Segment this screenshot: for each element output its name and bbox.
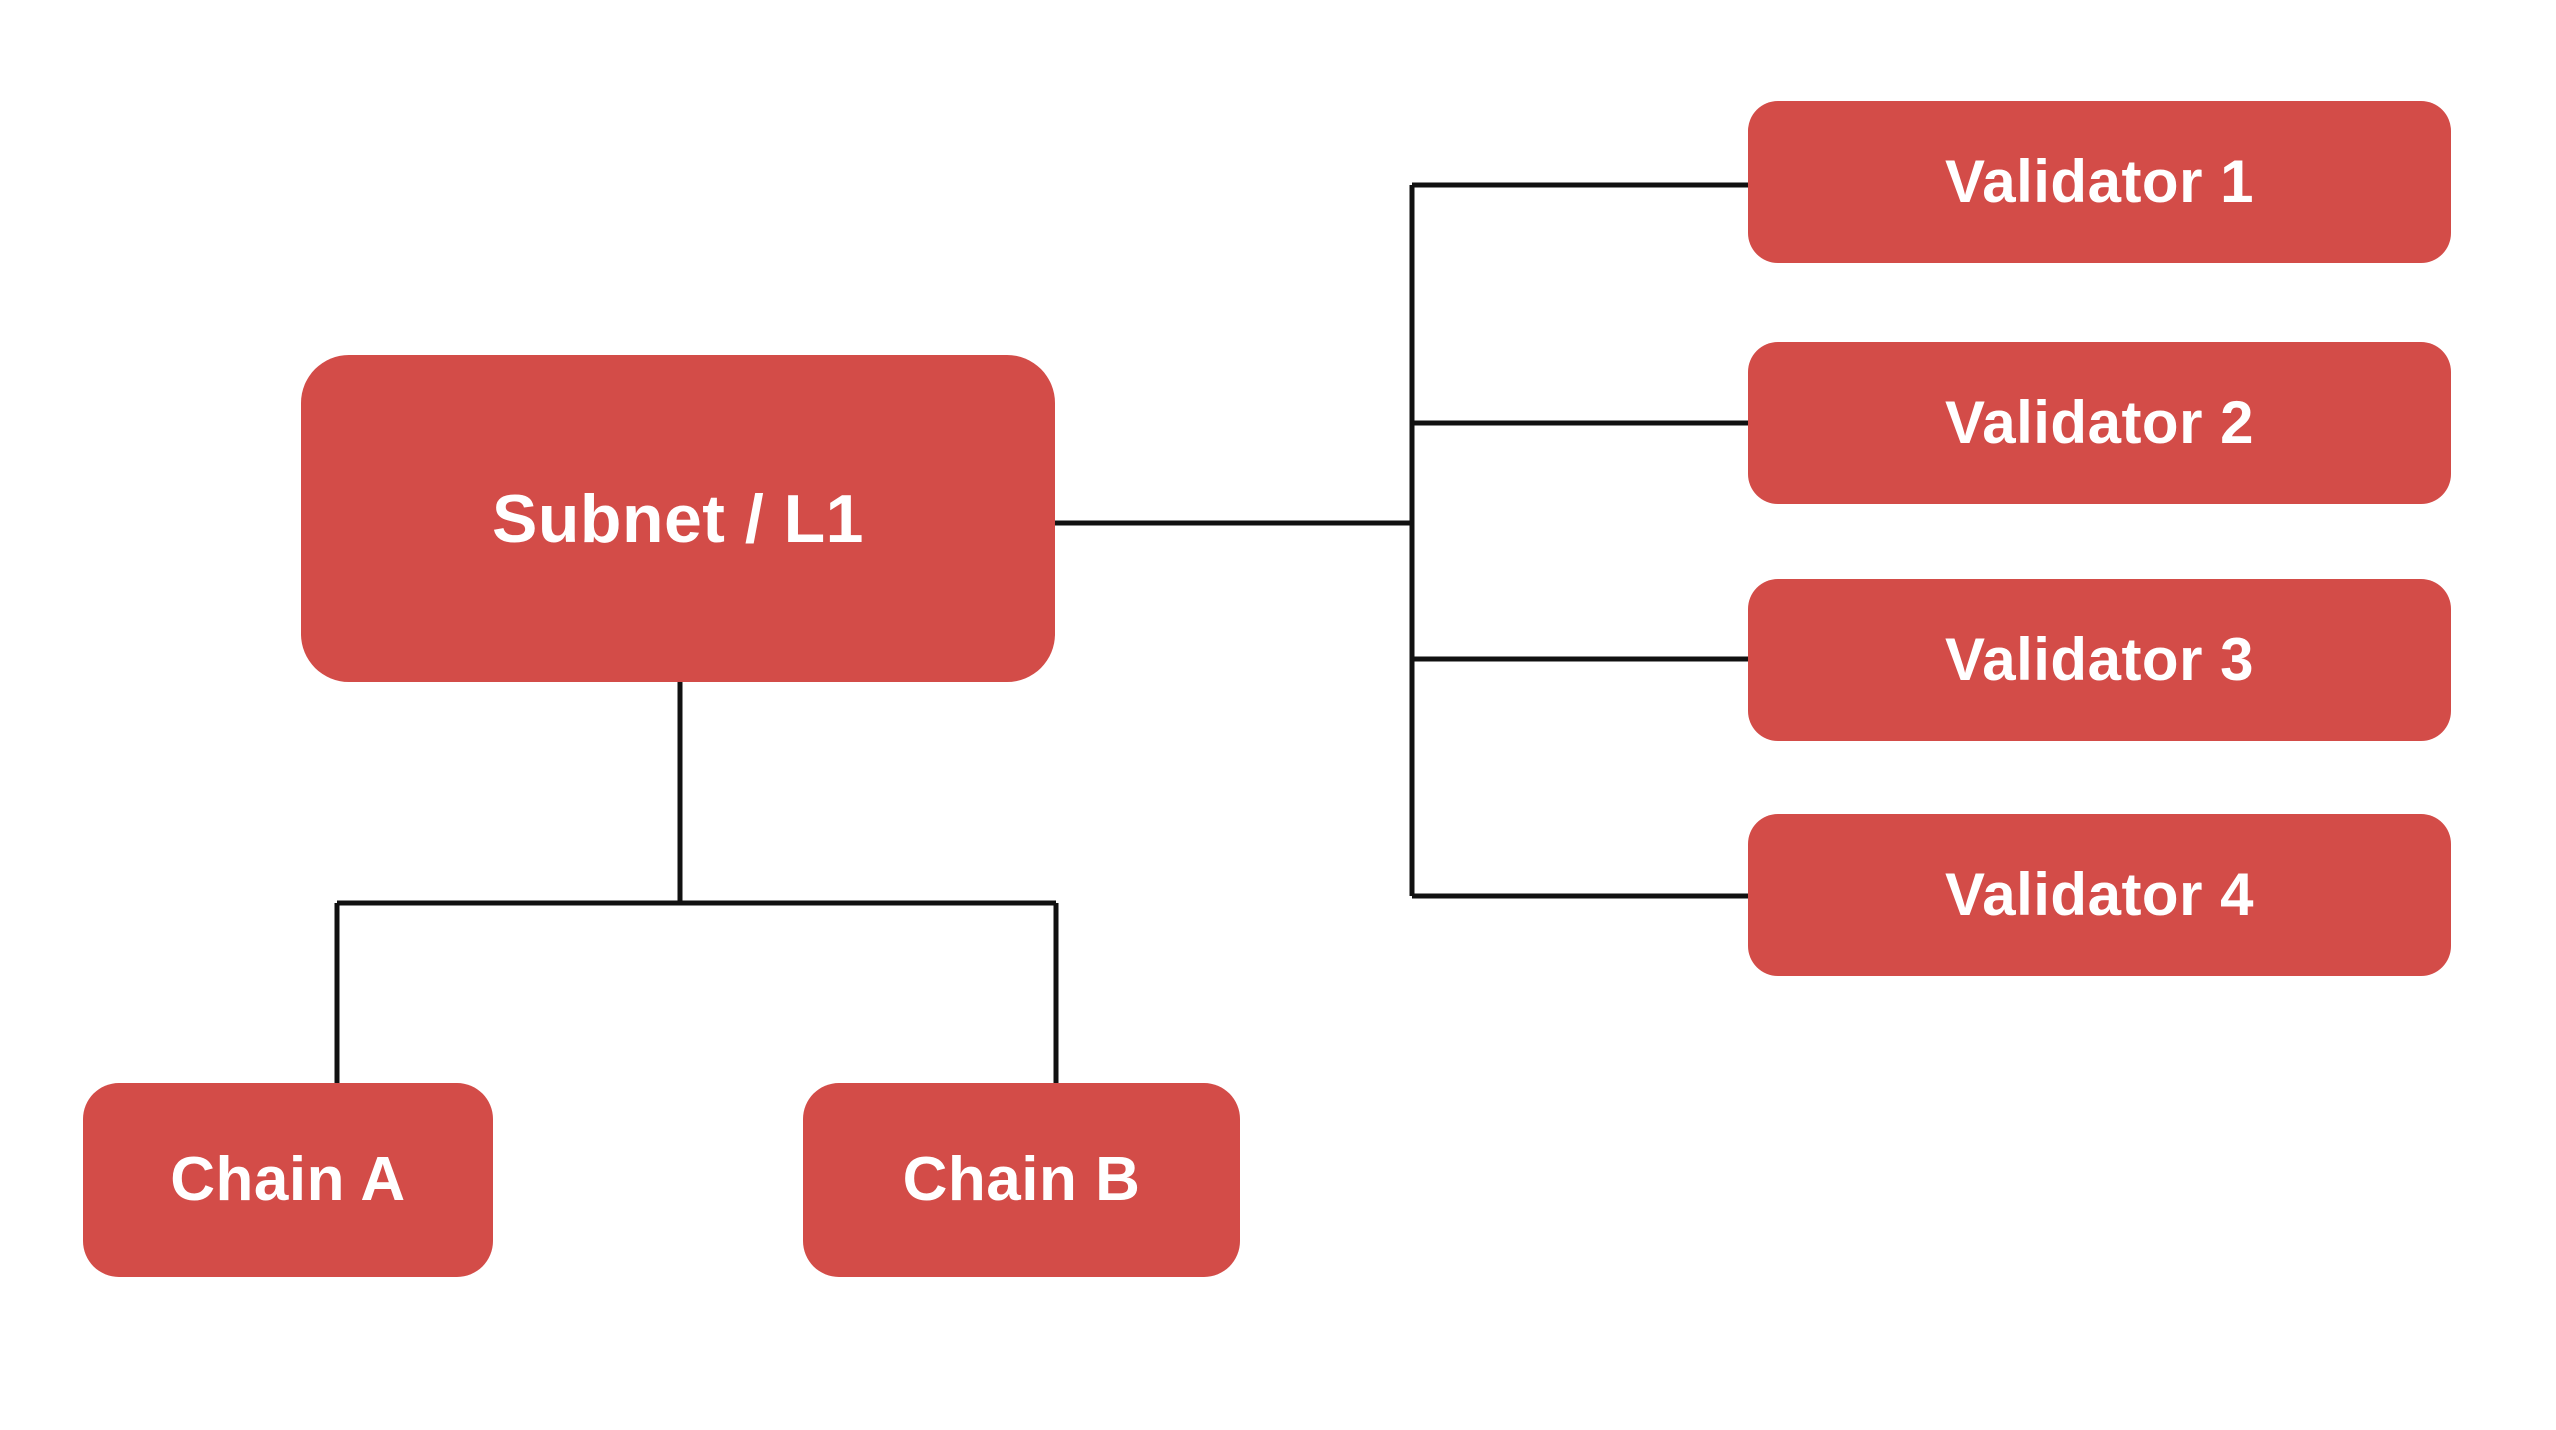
node-chain-b[interactable]: Chain B: [803, 1083, 1240, 1277]
node-chain-a[interactable]: Chain A: [83, 1083, 493, 1277]
node-subnet-l1-label: Subnet / L1: [492, 480, 864, 557]
node-validator-3-label: Validator 3: [1945, 626, 2254, 693]
node-validator-2[interactable]: Validator 2: [1748, 342, 2451, 504]
node-validator-4-label: Validator 4: [1945, 861, 2254, 928]
node-validator-1[interactable]: Validator 1: [1748, 101, 2451, 263]
node-validator-2-label: Validator 2: [1945, 389, 2254, 456]
node-validator-4[interactable]: Validator 4: [1748, 814, 2451, 976]
node-validator-3[interactable]: Validator 3: [1748, 579, 2451, 741]
node-subnet-l1[interactable]: Subnet / L1: [301, 355, 1055, 682]
node-validator-1-label: Validator 1: [1945, 148, 2254, 215]
node-chain-b-label: Chain B: [902, 1145, 1141, 1214]
node-chain-a-label: Chain A: [170, 1145, 406, 1214]
